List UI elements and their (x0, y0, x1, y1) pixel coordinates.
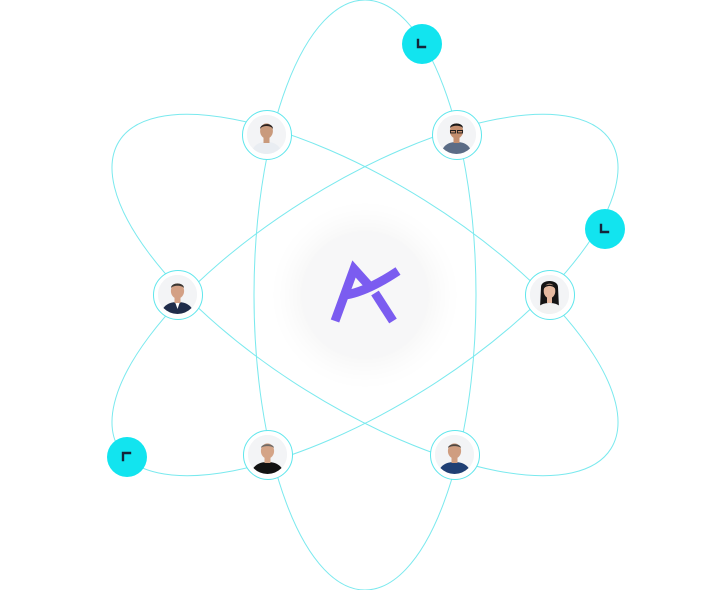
person-icon (158, 275, 197, 314)
nav-dot-bottom-left[interactable] (107, 437, 147, 477)
person-icon (247, 115, 286, 154)
chevron-down-left-icon (416, 38, 427, 49)
person-icon (435, 435, 474, 474)
orbit-vertical (253, 0, 477, 590)
avatar-top-left[interactable] (242, 110, 292, 160)
a-logo-icon (330, 260, 401, 324)
nav-dot-right[interactable] (585, 209, 625, 249)
avatar-mid-left[interactable] (153, 270, 203, 320)
person-icon (437, 115, 476, 154)
avatar-photo (158, 275, 197, 314)
avatar-mid-right[interactable] (525, 270, 575, 320)
orbit-diagonal-a (111, 113, 619, 477)
chevron-down-left-icon (599, 223, 610, 234)
avatar-bottom-right[interactable] (430, 430, 480, 480)
nav-dot-top[interactable] (402, 24, 442, 64)
person-icon (248, 435, 287, 474)
avatar-photo (248, 435, 287, 474)
avatar-photo (435, 435, 474, 474)
chevron-up-left-icon (121, 451, 132, 462)
avatar-top-right[interactable] (432, 110, 482, 160)
avatar-photo (530, 275, 569, 314)
center-logo-badge (301, 231, 429, 359)
avatar-photo (247, 115, 286, 154)
avatar-photo (437, 115, 476, 154)
person-icon (530, 275, 569, 314)
avatar-bottom-left[interactable] (243, 430, 293, 480)
